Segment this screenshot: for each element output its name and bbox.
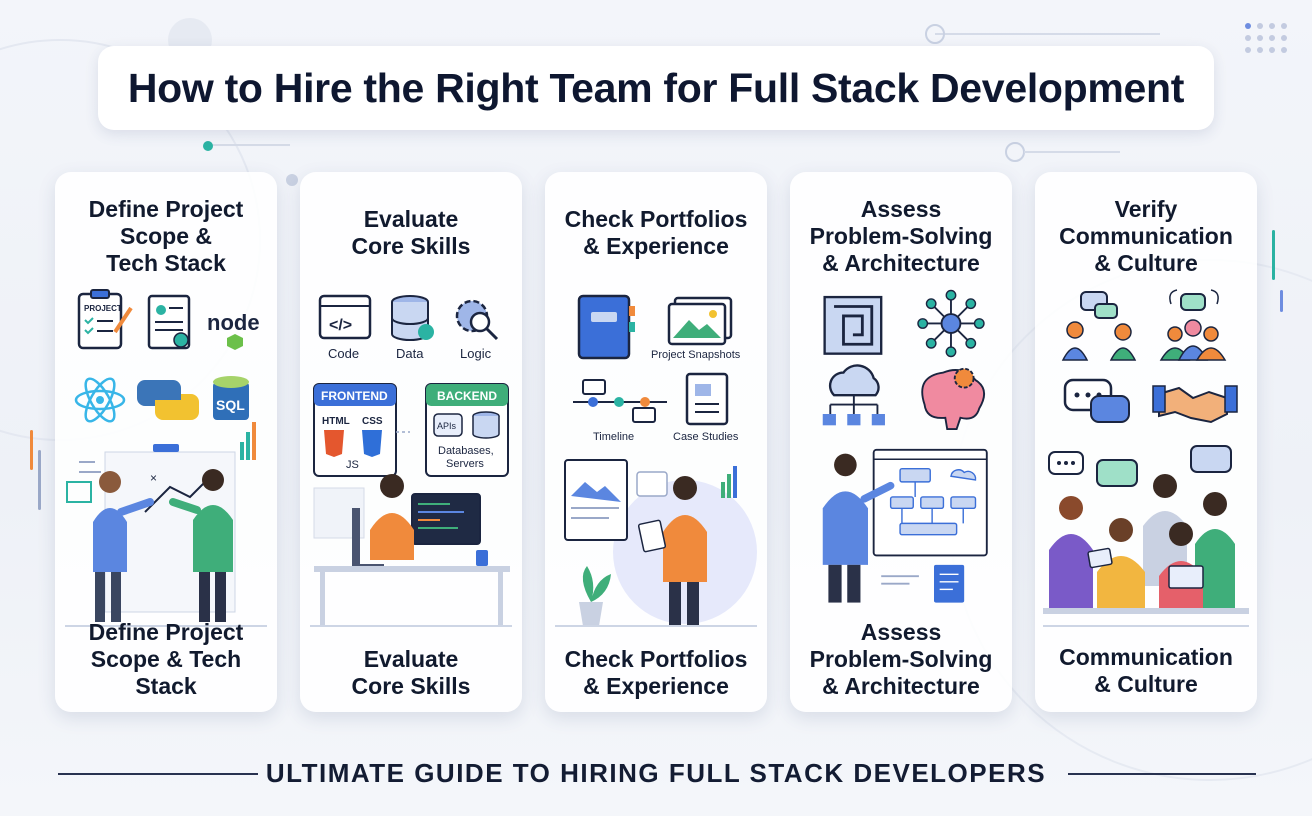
svg-text:FRONTEND: FRONTEND	[321, 389, 388, 403]
svg-text:Databases,: Databases,	[438, 445, 494, 457]
card-assess-problem-solving: Assess Problem-Solving & Architecture	[790, 172, 1012, 712]
svg-text:SQL: SQL	[216, 397, 245, 413]
card-illustration: PROJECT node	[65, 289, 267, 627]
page-title: How to Hire the Right Team for Full Stac…	[127, 64, 1185, 111]
footer-banner: ULTIMATE GUIDE TO HIRING FULL STACK DEVE…	[0, 758, 1312, 789]
card-caption: Check Portfolios & Experience	[564, 646, 748, 699]
card-caption: Evaluate Core Skills	[351, 646, 471, 699]
svg-text:Timeline: Timeline	[593, 431, 634, 443]
svg-text:JS: JS	[346, 459, 359, 471]
team-meeting-scene	[1043, 445, 1249, 627]
card-define-scope: Define Project Scope & Tech Stack PROJEC…	[55, 172, 277, 712]
card-heading: Check Portfolios & Experience	[564, 206, 748, 259]
title-banner: How to Hire the Right Team for Full Stac…	[98, 46, 1214, 130]
svg-text:×: ×	[150, 471, 157, 485]
svg-text:BACKEND: BACKEND	[437, 389, 497, 403]
case-study-icon: Case Studies	[673, 372, 739, 443]
network-icon	[917, 289, 985, 358]
card-heading: Evaluate Core Skills	[351, 206, 471, 259]
card-illustration: Project Snapshots Timeline Case Studies	[555, 294, 757, 627]
footer-divider-left	[58, 773, 258, 775]
data-icon: Data	[391, 295, 434, 361]
card-illustration: </> Code Data Logic FRONTEND HTML CSS JS	[310, 294, 512, 627]
brain-gear-icon	[921, 367, 985, 431]
chat-people-icon	[1061, 291, 1137, 361]
svg-text:Logic: Logic	[460, 346, 492, 361]
frontend-panel: FRONTEND HTML CSS JS	[313, 383, 397, 477]
svg-text:APIs: APIs	[437, 421, 457, 431]
architect-scene	[822, 448, 988, 603]
card-heading: Assess Problem-Solving & Architecture	[809, 196, 993, 276]
maze-icon	[823, 295, 883, 355]
svg-text:node: node	[207, 310, 260, 335]
code-icon: </> Code	[318, 294, 372, 361]
logic-gear-icon: Logic	[455, 299, 499, 361]
node-logo-icon: node	[207, 310, 260, 350]
svg-text:Data: Data	[396, 346, 424, 361]
card-caption: Define Project Scope & Tech Stack	[88, 619, 244, 699]
timeline-icon: Timeline	[573, 379, 667, 443]
svg-text:Code: Code	[328, 346, 359, 361]
card-heading: Verify Communication & Culture	[1059, 196, 1233, 276]
card-illustration	[822, 289, 988, 603]
chat-bubbles-icon	[1063, 378, 1130, 423]
card-evaluate-skills: Evaluate Core Skills </> Code Data Logic…	[300, 172, 522, 712]
card-illustration	[1043, 289, 1249, 627]
svg-text:Project Snapshots: Project Snapshots	[651, 349, 741, 361]
handshake-icon	[1152, 385, 1238, 424]
svg-text:HTML: HTML	[322, 416, 350, 427]
svg-text:CSS: CSS	[362, 416, 383, 427]
clipboard-icon: PROJECT	[77, 289, 133, 350]
footer-text: ULTIMATE GUIDE TO HIRING FULL STACK DEVE…	[265, 758, 1047, 788]
developer-at-desk-scene	[310, 431, 512, 627]
svg-text:Servers: Servers	[446, 458, 484, 470]
card-caption: Communication & Culture	[1059, 644, 1233, 697]
card-verify-communication: Verify Communication & Culture	[1035, 172, 1257, 712]
svg-text:PROJECT: PROJECT	[84, 304, 122, 313]
team-icon	[1159, 289, 1227, 361]
react-logo-icon	[74, 377, 126, 423]
python-logo-icon	[137, 380, 199, 420]
svg-text:</>: </>	[329, 317, 352, 334]
portfolio-book-icon	[577, 294, 635, 360]
card-caption: Assess Problem-Solving & Architecture	[809, 619, 993, 699]
document-icon	[147, 294, 191, 350]
card-heading: Define Project Scope & Tech Stack	[88, 196, 244, 276]
reviewer-scene	[555, 459, 757, 627]
card-check-portfolios: Check Portfolios & Experience Project Sn…	[545, 172, 767, 712]
footer-divider-right	[1068, 773, 1256, 775]
sql-database-icon: SQL	[213, 376, 249, 420]
svg-text:Case Studies: Case Studies	[673, 431, 739, 443]
whiteboard-scene: ×	[65, 422, 267, 627]
image-gallery-icon: Project Snapshots	[651, 296, 741, 361]
backend-panel: BACKEND APIs Databases, Servers	[425, 383, 509, 477]
cloud-tree-icon	[822, 364, 885, 426]
